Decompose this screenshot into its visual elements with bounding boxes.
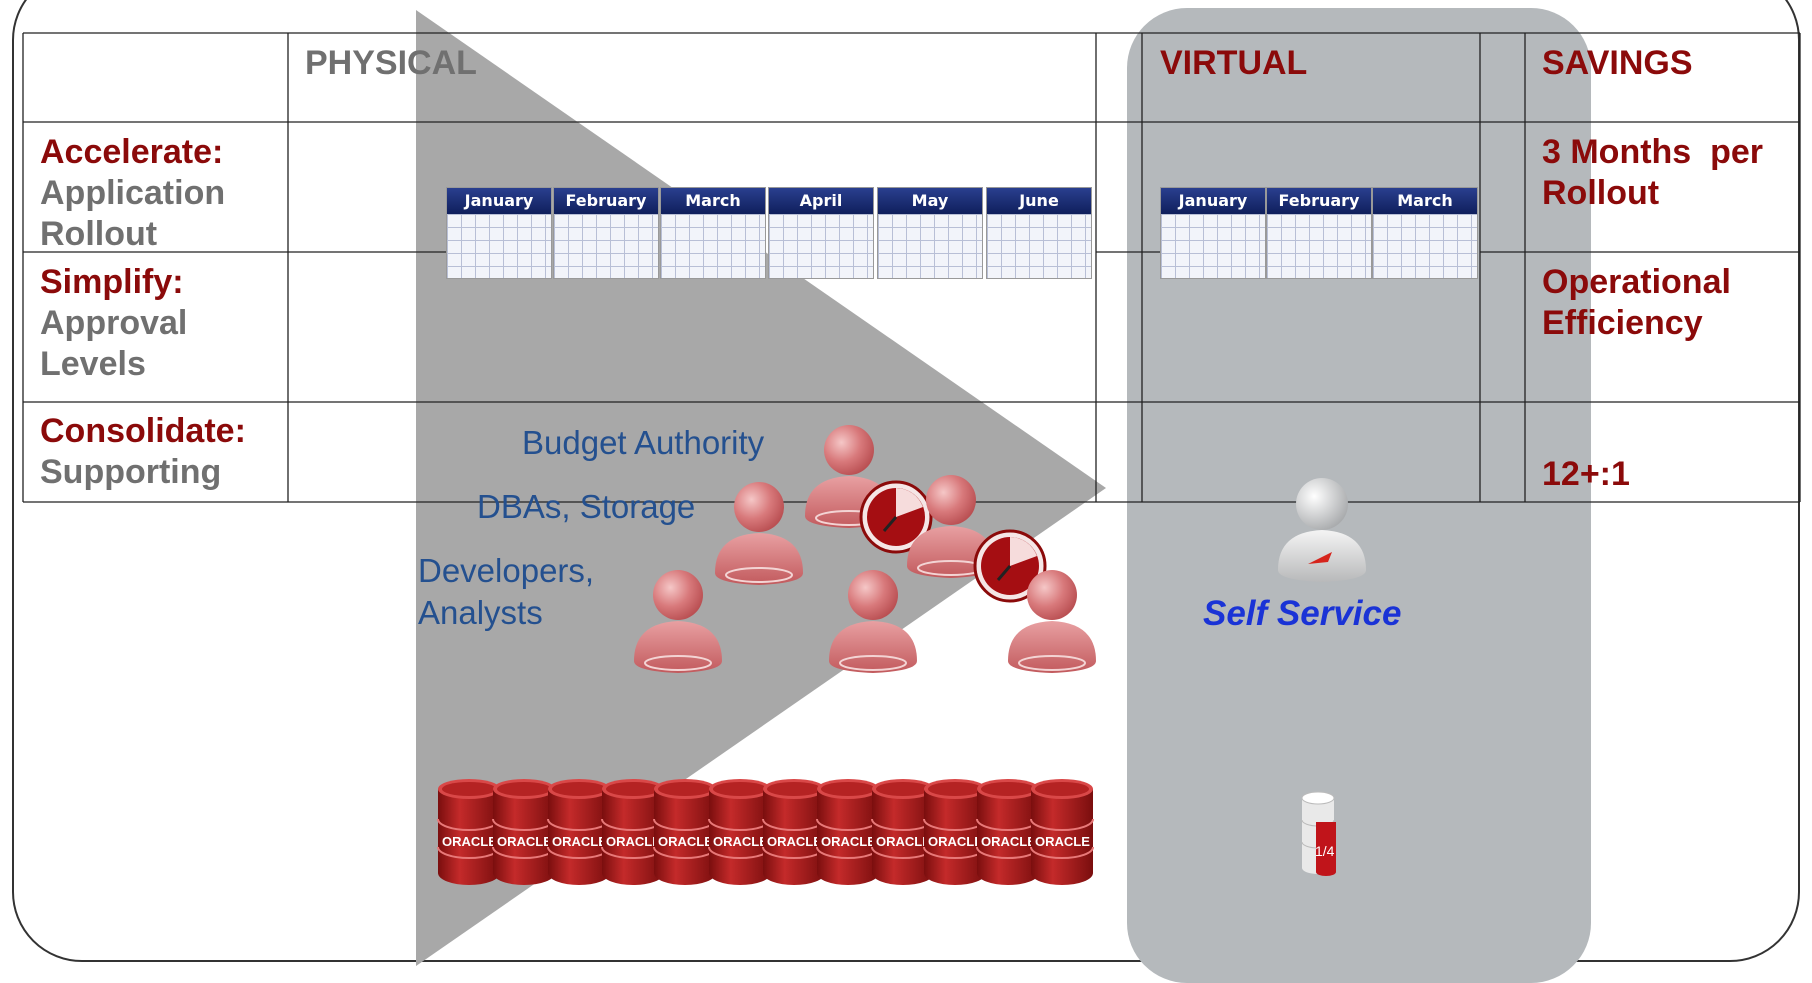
- savings-accelerate: 3 Months per Rollout: [1542, 132, 1763, 214]
- calendar-month: February: [553, 187, 659, 279]
- calendar-month: May: [877, 187, 983, 279]
- calendar-month: January: [1160, 187, 1266, 279]
- database-brand-label: ORACLE: [876, 834, 931, 849]
- calendar-month: January: [446, 187, 552, 279]
- row-subtitle-line: Supporting: [40, 453, 222, 491]
- person-icon: [714, 481, 804, 586]
- database-brand-label: ORACLE: [658, 834, 713, 849]
- row-subtitle-line: Levels: [40, 345, 146, 383]
- database-fraction-label: 1/4: [1315, 843, 1335, 859]
- calendar-month-label: April: [769, 188, 873, 214]
- database-icon: [923, 778, 987, 886]
- database-icon: [762, 778, 826, 886]
- role-analysts: Analysts: [418, 594, 543, 631]
- role-dbas-storage: DBAs, Storage: [477, 488, 696, 525]
- database-icon: [976, 778, 1040, 886]
- row-simplify: Simplify: Approval Levels: [40, 262, 187, 385]
- virtual-panel: [1127, 8, 1591, 983]
- database-brand-label: ORACLE: [821, 834, 876, 849]
- person-icon: [828, 569, 918, 674]
- database-brand-label: ORACLE: [767, 834, 822, 849]
- role-budget-authority: Budget Authority: [522, 424, 765, 461]
- database-brand-label: ORACLE: [1035, 834, 1090, 849]
- calendar-month-label: January: [447, 188, 551, 214]
- database-brand-label: ORACLE: [552, 834, 607, 849]
- calendar-month: April: [768, 187, 874, 279]
- database-brand-label: ORACLE: [497, 834, 552, 849]
- savings-column-header: SAVINGS: [1542, 44, 1693, 82]
- calendar-month-label: March: [661, 188, 765, 214]
- virtual-database-icon: 1/4: [1301, 791, 1336, 876]
- calendar-month-label: January: [1161, 188, 1265, 214]
- calendar-month-label: May: [878, 188, 982, 214]
- savings-consolidate: 12+:1: [1542, 454, 1630, 495]
- role-developers: Developers,: [418, 552, 595, 589]
- row-title: Accelerate:: [40, 133, 224, 171]
- database-icon: [1030, 778, 1094, 886]
- row-subtitle-line: Approval: [40, 304, 188, 342]
- calendar-month-label: February: [1267, 188, 1371, 214]
- savings-line: Rollout: [1542, 174, 1660, 212]
- calendar-month-label: March: [1373, 188, 1477, 214]
- virtual-column-header: VIRTUAL: [1160, 44, 1308, 82]
- calendar-month-label: February: [554, 188, 658, 214]
- database-brand-label: ORACLE: [606, 834, 661, 849]
- person-icon: [633, 569, 723, 674]
- database-icon: [547, 778, 611, 886]
- self-service-person-icon: [1278, 478, 1366, 582]
- savings-line: Operational: [1542, 263, 1731, 301]
- row-subtitle-line: Rollout: [40, 215, 158, 250]
- database-brand-label: ORACLE: [928, 834, 983, 849]
- row-title: Simplify:: [40, 263, 184, 301]
- calendar-month-label: June: [987, 188, 1091, 214]
- database-icon: [437, 778, 501, 886]
- row-subtitle-line: Application: [40, 174, 226, 212]
- savings-line: Efficiency: [1542, 304, 1703, 342]
- savings-line: 3 Months per: [1542, 133, 1764, 171]
- calendar-month: March: [660, 187, 766, 279]
- database-brand-label: ORACLE: [981, 834, 1036, 849]
- physical-column-header: PHYSICAL: [305, 44, 477, 82]
- row-consolidate: Consolidate: Supporting: [40, 411, 246, 493]
- row-title: Consolidate:: [40, 412, 246, 450]
- savings-line: 12+:1: [1542, 455, 1630, 493]
- calendar-month: February: [1266, 187, 1372, 279]
- self-service-label: Self Service: [1203, 594, 1402, 633]
- database-icon: [708, 778, 772, 886]
- database-brand-label: ORACLE: [713, 834, 768, 849]
- database-brand-label: ORACLE: [442, 834, 497, 849]
- database-icon: [492, 778, 556, 886]
- savings-simplify: Operational Efficiency: [1542, 262, 1731, 344]
- calendar-month: June: [986, 187, 1092, 279]
- database-icon: [653, 778, 717, 886]
- row-accelerate: Accelerate: Application Rollout: [40, 132, 225, 250]
- oracle-database-stack: ORACLE ORACLE ORACLE ORACLE ORACLE ORACL…: [437, 778, 1094, 886]
- calendar-month: March: [1372, 187, 1478, 279]
- database-icon: [816, 778, 880, 886]
